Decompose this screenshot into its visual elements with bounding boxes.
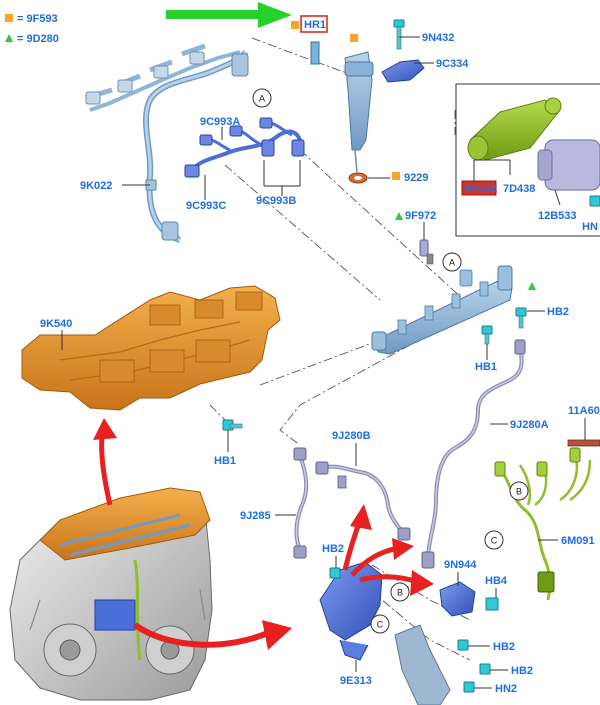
9c334-injector-clamp — [381, 59, 425, 83]
12b533-egr-valve — [537, 139, 600, 191]
legend-square-icon — [5, 14, 13, 22]
callout-9f972: 9F972 — [405, 210, 436, 222]
circle-marker-a2-label: A — [449, 258, 455, 268]
callout-hb2-lower1: HB2 — [493, 641, 515, 653]
callout-hb2-rail: HB2 — [547, 306, 569, 318]
callout-9n944: 9N944 — [444, 559, 477, 571]
engine-block — [9, 487, 213, 701]
marker-square-9229 — [392, 172, 400, 180]
hr1-highlight-box — [300, 15, 328, 33]
inset-detail-panel: 9A332 7D438 12B533 HN — [455, 83, 600, 237]
callout-hb2-bracket: HB2 — [322, 543, 344, 555]
leader-lines — [61, 36, 586, 689]
callout-11a60: 11A60 — [568, 405, 600, 417]
label-7d438: 7D438 — [503, 183, 535, 195]
callout-hn2: HN2 — [495, 683, 517, 695]
9k540-intake-manifold — [21, 285, 281, 411]
fuel-injector — [310, 41, 374, 184]
circle-marker-c2 — [370, 614, 390, 634]
9n432-bolt — [393, 19, 405, 50]
callout-6m091: 6M091 — [561, 535, 595, 547]
label-hn-partial: HN — [582, 221, 598, 233]
red-arrows — [93, 418, 434, 650]
callout-9j280a: 9J280A — [510, 419, 549, 431]
callout-hr1: HR1 — [304, 19, 326, 31]
circle-marker-c1 — [484, 530, 504, 550]
callout-9n432: 9N432 — [422, 32, 454, 44]
9n944-component — [439, 581, 499, 617]
callout-9k022: 9K022 — [80, 180, 112, 192]
callout-hb1-manifold: HB1 — [214, 455, 236, 467]
9a332-highlight-box — [461, 180, 497, 196]
9f972-pressure-sensor — [419, 239, 434, 265]
callout-9c993b: 9C993B — [256, 195, 296, 207]
circle-marker-a1 — [252, 88, 272, 108]
callout-hb1-rail: HB1 — [475, 361, 497, 373]
support-bracket — [394, 624, 451, 705]
circle-marker-b2-label: B — [397, 588, 403, 598]
callout-hb2-lower2: HB2 — [511, 665, 533, 677]
hb1-manifold-bolt — [222, 419, 243, 431]
callout-9229: 9229 — [404, 172, 428, 184]
fuel-line-9j280b — [315, 461, 411, 541]
label-12b533: 12B533 — [538, 210, 577, 222]
circle-marker-b1-label: B — [516, 487, 522, 497]
fuel-line-9j285 — [293, 447, 309, 559]
circle-marker-a2 — [442, 252, 462, 272]
circle-marker-c2-label: C — [377, 620, 384, 630]
6m091-wiring-harness — [494, 447, 592, 601]
lower-bolts — [329, 567, 491, 693]
callout-9e313: 9E313 — [340, 675, 372, 687]
legend-triangle-label: = 9D280 — [17, 33, 59, 45]
label-9a332: 9A332 — [465, 183, 497, 195]
green-pointer-arrow — [166, 2, 292, 28]
legend: = 9F593 = 9D280 — [5, 13, 59, 45]
callout-9j280b: 9J280B — [332, 430, 371, 442]
marker-square-hr1 — [291, 21, 299, 29]
legend-square-label: = 9F593 — [17, 13, 58, 25]
9e313-pump-bracket — [319, 561, 383, 661]
circle-marker-c1-label: C — [491, 536, 498, 546]
marker-square-injector — [350, 34, 358, 42]
circle-marker-b2 — [390, 582, 410, 602]
11a60-component — [567, 439, 600, 447]
callout-9c993a: 9C993A — [200, 116, 240, 128]
callout-9c334: 9C334 — [436, 58, 469, 70]
circle-marker-a1-label: A — [259, 94, 265, 104]
fuel-return-pipe-assembly — [85, 43, 249, 243]
legend-triangle-icon — [5, 34, 13, 42]
fuel-line-9j280a — [421, 339, 526, 569]
callout-9j285: 9J285 — [240, 510, 271, 522]
marker-triangle-rail — [528, 282, 536, 290]
circle-marker-b1 — [509, 481, 529, 501]
callout-9c993c: 9C993C — [186, 200, 226, 212]
9c993-injector-harness — [184, 117, 305, 178]
callout-9k540: 9K540 — [40, 318, 72, 330]
marker-triangle-9f972 — [395, 212, 403, 220]
fuel-rail — [371, 265, 513, 355]
callout-labels: HR1 9N432 9C334 9229 9C993A 9K022 9C993C… — [40, 19, 600, 695]
rail-bolts — [481, 307, 527, 345]
circle-markers: A A B B C C — [252, 88, 529, 634]
callout-hb4: HB4 — [485, 575, 508, 587]
